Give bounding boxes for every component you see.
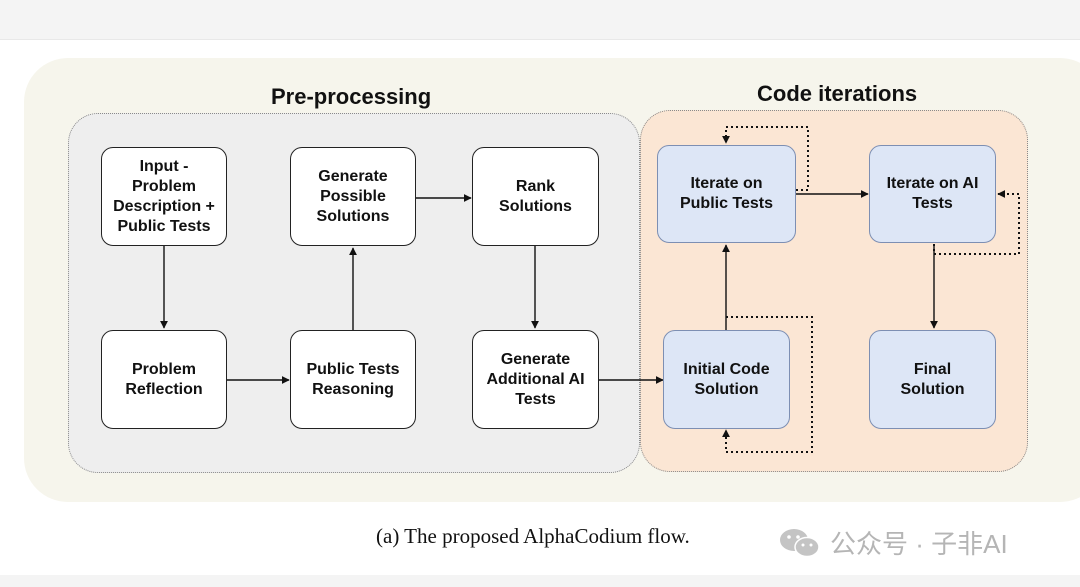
loop-initial-code [722,316,813,453]
node-iterate-on-public-tests: Iterate on Public Tests [657,145,796,243]
loop-iterate-ai [933,190,1020,255]
wechat-icon [778,527,822,559]
code-iterations-title: Code iterations [757,81,918,106]
watermark-text: 公众号 · 子非AI [830,529,1008,559]
node-final-solution: Final Solution [869,330,996,429]
node-iterate-on-ai-tests: Iterate on AI Tests [869,145,996,243]
node-initial-code-solution: Initial Code Solution [663,330,790,429]
loop-iterate-public [722,126,809,191]
node-rank-solutions: Rank Solutions [472,147,599,246]
figure-caption: (a) The proposed AlphaCodium flow. [376,524,690,548]
bottom-band [0,575,1080,587]
watermark: 公众号 · 子非AI [778,524,1008,561]
preprocessing-title: Pre-processing [271,84,432,109]
node-generate-additional-ai-tests: Generate Additional AI Tests [472,330,599,429]
node-input: Input - Problem Description + Public Tes… [101,147,227,246]
node-public-tests-reasoning: Public Tests Reasoning [290,330,416,429]
top-band [0,0,1080,40]
node-problem-reflection: Problem Reflection [101,330,227,429]
node-generate-possible-solutions: Generate Possible Solutions [290,147,416,246]
